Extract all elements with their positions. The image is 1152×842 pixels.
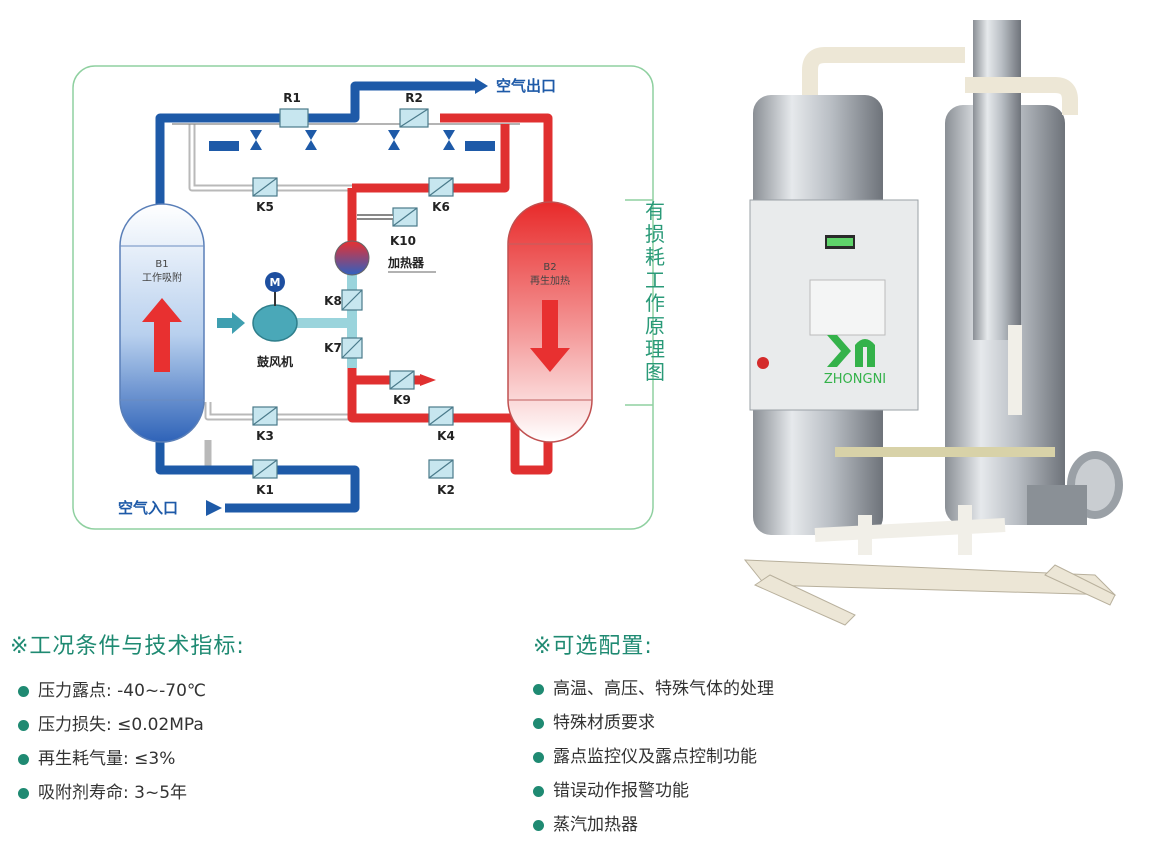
blower-label: 鼓风机 (257, 354, 293, 369)
options-list: 高温、高压、特殊气体的处理 特殊材质要求 露点监控仪及露点控制功能 错误动作报警… (533, 672, 774, 842)
air-in-label: 空气入口 (118, 499, 178, 517)
process-diagram: B1 工作吸附 B2 再生加热 M 鼓风机 加热器 (72, 65, 654, 530)
tank-b1-label: 工作吸附 (142, 271, 182, 284)
valve-k8-label: K8 (324, 294, 342, 308)
diagram-frame (72, 65, 654, 530)
list-item: 错误动作报警功能 (533, 774, 774, 808)
valve-k7-label: K7 (324, 341, 342, 355)
air-out-label: 空气出口 (496, 77, 556, 95)
tank-b2-name: B2 (543, 262, 556, 273)
heater-label: 加热器 (387, 255, 425, 270)
valves (252, 108, 454, 479)
valve-k3-label: K3 (256, 429, 274, 443)
valve-k2-label: K2 (437, 483, 455, 497)
cold-air-path (155, 81, 475, 513)
valve-k6-label: K6 (432, 200, 450, 214)
tank-b1: B1 工作吸附 (119, 203, 205, 443)
base-frame (743, 559, 1117, 626)
bullet-icon (533, 684, 544, 695)
bottom-piping (814, 325, 1022, 555)
bullet-icon (18, 754, 29, 765)
tank-b2: B2 再生加热 (507, 201, 593, 443)
gauges (209, 130, 495, 151)
list-item: 露点监控仪及露点控制功能 (533, 740, 774, 774)
options-section-title: ※可选配置: (533, 634, 653, 659)
list-item: 吸附剂寿命: 3~5年 (18, 776, 206, 810)
chimney (973, 20, 1021, 340)
spec-list: 压力露点: -40~-70℃ 压力损失: ≤0.02MPa 再生耗气量: ≤3%… (18, 674, 206, 810)
valve-k1-label: K1 (256, 483, 274, 497)
heater: 加热器 (334, 240, 436, 276)
support-beam (835, 447, 1055, 457)
logo-icon (827, 335, 875, 367)
bullet-icon (18, 686, 29, 697)
logo-text: ZHONGNI (824, 372, 886, 387)
k9-outlet-arrow (420, 374, 436, 386)
valve-k5-label: K5 (256, 200, 274, 214)
valve-r2-label: R2 (405, 91, 423, 105)
spec-section-title: ※工况条件与技术指标: (10, 634, 245, 659)
valve-r1-label: R1 (283, 91, 301, 105)
list-item: 蒸汽加热器 (533, 808, 774, 842)
list-item: 压力损失: ≤0.02MPa (18, 708, 206, 742)
bullet-icon (533, 820, 544, 831)
top-piping (802, 47, 1078, 115)
blower: M 鼓风机 (252, 272, 298, 369)
air-out-arrow (475, 78, 488, 94)
diagram-side-title: 有 损 耗 工 作 原 理 图 (645, 199, 665, 384)
riser-pipe (347, 258, 357, 368)
list-item: 高温、高压、特殊气体的处理 (533, 672, 774, 706)
bullet-icon (533, 718, 544, 729)
blower-inlet-arrow (217, 312, 245, 334)
list-item: 压力露点: -40~-70℃ (18, 674, 206, 708)
bullet-icon (18, 788, 29, 799)
list-item: 特殊材质要求 (533, 706, 774, 740)
bullet-icon (533, 786, 544, 797)
valve-k4-label: K4 (437, 429, 455, 443)
motor-icon (265, 272, 285, 292)
svg-text:M: M (270, 276, 281, 289)
dryer-machine-image: ZHONGNI (743, 20, 1123, 626)
blower-pipe (295, 318, 357, 328)
blower-unit (1027, 451, 1123, 525)
list-item: 再生耗气量: ≤3% (18, 742, 206, 776)
tank-b2-label: 再生加热 (530, 274, 570, 287)
valve-k9-label: K9 (393, 393, 411, 407)
control-cabinet: ZHONGNI (749, 199, 919, 411)
tank-b1-name: B1 (155, 259, 168, 270)
bullet-icon (18, 720, 29, 731)
valve-k10-label: K10 (390, 234, 416, 248)
air-in-arrow (206, 500, 222, 516)
hot-air-path (347, 113, 553, 475)
bullet-icon (533, 752, 544, 763)
